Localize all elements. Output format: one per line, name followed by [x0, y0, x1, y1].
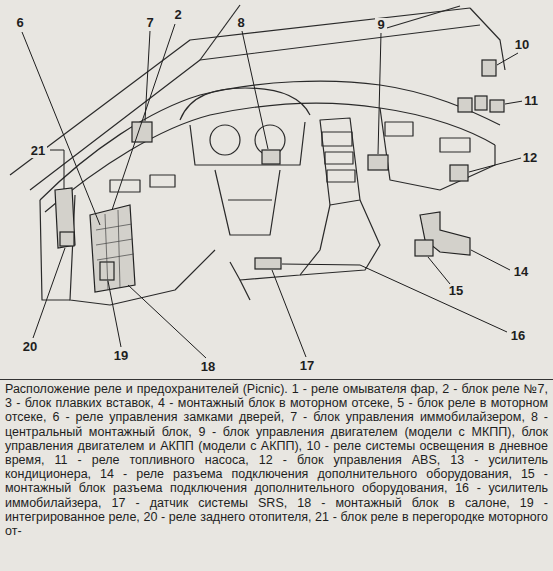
- central-junction-block: [262, 150, 280, 164]
- leader-lines: [22, 24, 523, 358]
- fuse-grid: [96, 210, 134, 290]
- fuel-pump-relay: [458, 98, 472, 112]
- abs-control-unit: [450, 165, 468, 181]
- dashboard-illustration: [0, 0, 553, 380]
- callout-number: 14: [512, 265, 530, 279]
- relay: [490, 100, 504, 112]
- dashboard-outline: [10, 5, 505, 305]
- callout-number: 20: [21, 340, 39, 354]
- callout-number: 16: [509, 329, 527, 343]
- callout-number: 7: [144, 16, 155, 30]
- callout-layer: 2 6 7 8 9 10 11 21 12 14 15 16 20 19 18 17: [0, 0, 553, 380]
- callout-number: 11: [522, 94, 540, 108]
- rear-heater-relay: [60, 232, 74, 246]
- srs-sensor: [255, 258, 281, 269]
- callout-number: 8: [235, 16, 246, 30]
- component-parts: [55, 60, 504, 292]
- firewall-relay-block: [55, 188, 75, 248]
- callout-number: 17: [298, 359, 316, 373]
- engine-control-unit: [368, 155, 388, 170]
- callout-number: 12: [521, 151, 539, 165]
- relay: [475, 96, 487, 110]
- immobilizer-unit: [132, 122, 152, 142]
- daytime-light-relay: [482, 60, 496, 76]
- caption-panel: Расположение реле и предохранителей (Pic…: [0, 379, 553, 571]
- callout-number: 18: [199, 360, 217, 374]
- callout-number: 2: [172, 8, 183, 22]
- accessory-junction-block: [415, 240, 433, 256]
- callout-number: 19: [112, 349, 130, 363]
- callout-number: 6: [14, 16, 25, 30]
- callout-number: 15: [447, 284, 465, 298]
- caption-text: Расположение реле и предохранителей (Pic…: [0, 380, 553, 568]
- callout-number: 10: [513, 38, 531, 52]
- callout-number: 9: [375, 18, 386, 32]
- callout-number: 21: [29, 144, 47, 158]
